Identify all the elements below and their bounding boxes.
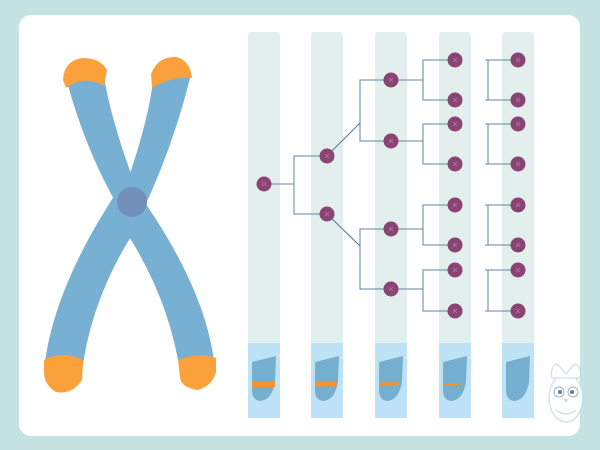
column-background	[502, 32, 534, 418]
test-tube-3	[375, 343, 407, 418]
cell-node-mark	[515, 202, 521, 208]
column-background	[439, 32, 471, 418]
lineage-link	[485, 123, 489, 165]
column-background	[248, 32, 280, 418]
cell-node-mark	[515, 97, 521, 103]
cell-node-icon	[510, 92, 526, 108]
lineage-link	[391, 228, 455, 246]
telomere-cap-upper-left	[63, 58, 107, 88]
lineage-link	[485, 269, 489, 312]
cell-node-icon	[383, 133, 399, 149]
cell-node-icon	[447, 237, 463, 253]
cell-node-icon	[447, 52, 463, 68]
cell-node-mark	[452, 202, 458, 208]
cell-node-mark	[515, 57, 521, 63]
tube-sample	[506, 356, 530, 401]
telomere-band	[315, 381, 337, 387]
cell-node-mark	[515, 308, 521, 314]
cell-node-mark	[324, 153, 330, 159]
lineage-link	[485, 59, 489, 101]
cell-node-icon	[256, 176, 272, 192]
cell-node-mark	[388, 226, 394, 232]
cell-node-icon	[319, 206, 335, 222]
cell-node-icon	[510, 156, 526, 172]
telomere-cap-lower-left	[44, 355, 83, 393]
cell-node-mark	[324, 211, 330, 217]
cell-node-icon	[510, 116, 526, 132]
tube-sample	[252, 356, 276, 401]
telomere-cap-upper-right	[151, 56, 192, 88]
chromosome-arm-lower-left	[44, 190, 146, 381]
cell-node-mark	[452, 121, 458, 127]
centromere	[117, 187, 147, 217]
cell-node-icon	[447, 156, 463, 172]
cell-node-mark	[452, 242, 458, 248]
telomere-band	[252, 381, 275, 387]
cell-node-mark	[515, 161, 521, 167]
test-tube-4	[439, 343, 471, 418]
lineage-nodes	[256, 52, 526, 319]
owl-mascot-icon	[548, 363, 584, 423]
column-4	[439, 32, 471, 418]
tube-sample	[379, 356, 403, 401]
cell-node-icon	[447, 262, 463, 278]
lineage-link	[391, 288, 455, 312]
column-2	[311, 32, 343, 418]
cell-node-icon	[447, 303, 463, 319]
cell-node-icon	[319, 148, 335, 164]
lineage-link	[391, 140, 455, 165]
cell-node-mark	[452, 57, 458, 63]
cell-node-icon	[447, 197, 463, 213]
cell-node-mark	[452, 161, 458, 167]
cell-node-mark	[388, 286, 394, 292]
chromosome-arm-lower-right	[114, 190, 215, 381]
lineage-link	[326, 213, 391, 290]
chromosome-arm-upper-left	[66, 64, 139, 210]
cell-node-icon	[510, 262, 526, 278]
test-tube-1	[248, 343, 280, 418]
chromosome-icon	[44, 56, 216, 393]
cell-node-mark	[515, 121, 521, 127]
cell-node-icon	[447, 92, 463, 108]
cell-node-icon	[510, 197, 526, 213]
chromosome-arm-upper-right	[122, 63, 190, 212]
test-tube-5	[502, 343, 534, 418]
cell-node-icon	[510, 52, 526, 68]
cell-node-icon	[383, 281, 399, 297]
cell-node-icon	[447, 116, 463, 132]
column-5	[502, 32, 534, 418]
column-background	[311, 32, 343, 418]
lineage-link	[485, 204, 489, 246]
cell-node-mark	[515, 242, 521, 248]
cell-node-mark	[388, 77, 394, 83]
lineage-link	[264, 183, 327, 215]
cell-node-icon	[383, 72, 399, 88]
cell-node-mark	[452, 308, 458, 314]
column-1	[248, 32, 280, 418]
cell-node-mark	[261, 181, 267, 187]
cell-node-icon	[510, 237, 526, 253]
tube-sample	[315, 356, 339, 401]
cell-node-mark	[388, 138, 394, 144]
telomere-cap-lower-right	[178, 355, 216, 390]
cell-node-icon	[510, 303, 526, 319]
tube-sample	[443, 356, 467, 401]
cell-node-mark	[452, 97, 458, 103]
lineage-link	[391, 79, 455, 101]
cell-node-mark	[452, 267, 458, 273]
test-tube-2	[311, 343, 343, 418]
telomere-band	[379, 382, 399, 386]
lineage-link	[326, 121, 391, 157]
cell-node-icon	[383, 221, 399, 237]
cell-node-mark	[515, 267, 521, 273]
telomere-band	[443, 383, 460, 385]
